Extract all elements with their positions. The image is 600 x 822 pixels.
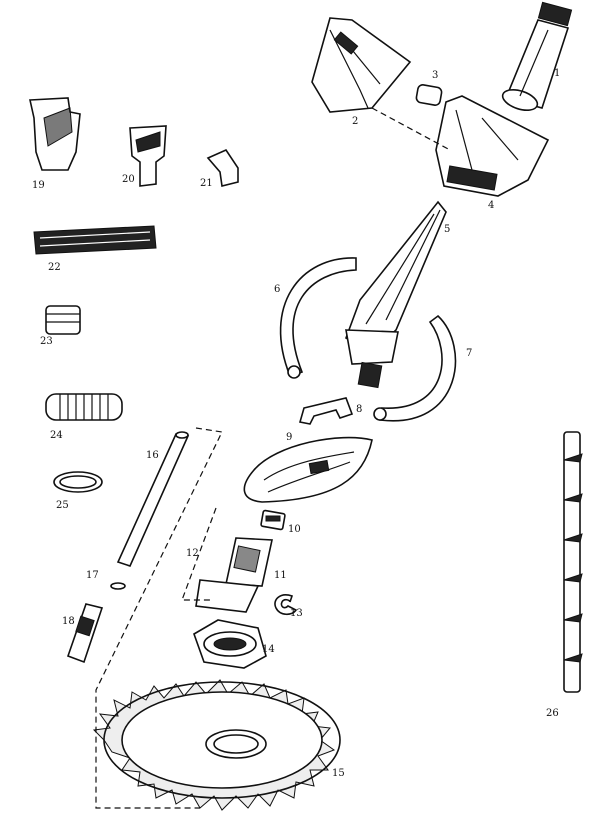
label-26: 26 bbox=[546, 708, 559, 719]
part-3-bushing bbox=[415, 84, 443, 106]
label-23: 23 bbox=[40, 336, 53, 347]
part-13-c-clip bbox=[274, 594, 298, 616]
label-3: 3 bbox=[432, 70, 438, 81]
label-14: 14 bbox=[262, 644, 275, 655]
part-19-valve bbox=[29, 97, 81, 171]
label-21: 21 bbox=[200, 178, 213, 189]
label-1: 1 bbox=[554, 68, 560, 79]
guide-line-12 bbox=[181, 507, 217, 601]
guide-line-2-4 bbox=[371, 107, 451, 151]
label-25: 25 bbox=[56, 500, 69, 511]
label-18: 18 bbox=[62, 616, 75, 627]
label-9: 9 bbox=[286, 432, 292, 443]
part-24-hose-section bbox=[45, 393, 123, 421]
part-1-hose-cuff bbox=[501, 1, 573, 112]
label-8: 8 bbox=[356, 404, 362, 415]
part-8-clip bbox=[298, 397, 354, 425]
part-6-left-bumper bbox=[279, 257, 357, 379]
part-23-float bbox=[45, 305, 81, 335]
part-20-adapter bbox=[129, 125, 167, 187]
label-2: 2 bbox=[352, 116, 358, 127]
label-13: 13 bbox=[290, 608, 303, 619]
part-labels: 1 2 3 4 5 6 7 8 9 10 11 12 13 14 15 16 1… bbox=[32, 68, 560, 779]
part-9-foot-pad bbox=[243, 436, 373, 503]
label-17: 17 bbox=[86, 570, 99, 581]
label-16: 16 bbox=[146, 450, 159, 461]
guide-line-16-15 bbox=[95, 427, 223, 809]
label-20: 20 bbox=[122, 174, 135, 185]
label-6: 6 bbox=[274, 284, 280, 295]
part-11-throat-housing bbox=[195, 537, 273, 613]
label-5: 5 bbox=[444, 224, 450, 235]
part-17-o-ring bbox=[110, 582, 126, 590]
part-18-fitting bbox=[66, 603, 104, 664]
label-7: 7 bbox=[466, 348, 472, 359]
label-10: 10 bbox=[288, 524, 301, 535]
label-19: 19 bbox=[32, 180, 45, 191]
part-21-elbow bbox=[206, 148, 239, 187]
part-22-mesh-screen bbox=[33, 225, 157, 255]
label-15: 15 bbox=[332, 768, 345, 779]
label-4: 4 bbox=[488, 200, 494, 211]
label-22: 22 bbox=[48, 262, 61, 273]
label-12: 12 bbox=[186, 548, 199, 559]
part-2-upper-housing bbox=[311, 17, 412, 113]
part-25-ring bbox=[53, 471, 103, 493]
part-26-finned-rod bbox=[563, 431, 583, 693]
part-4-lower-housing bbox=[435, 95, 550, 197]
label-11: 11 bbox=[274, 570, 287, 581]
part-14-ring-seat bbox=[193, 619, 267, 669]
part-15-disc bbox=[92, 679, 341, 811]
label-24: 24 bbox=[50, 430, 63, 441]
part-16-pipe bbox=[116, 431, 190, 567]
part-7-right-bumper bbox=[373, 314, 457, 422]
part-5-diaphragm-body bbox=[345, 200, 447, 389]
part-10-connector bbox=[260, 509, 286, 531]
